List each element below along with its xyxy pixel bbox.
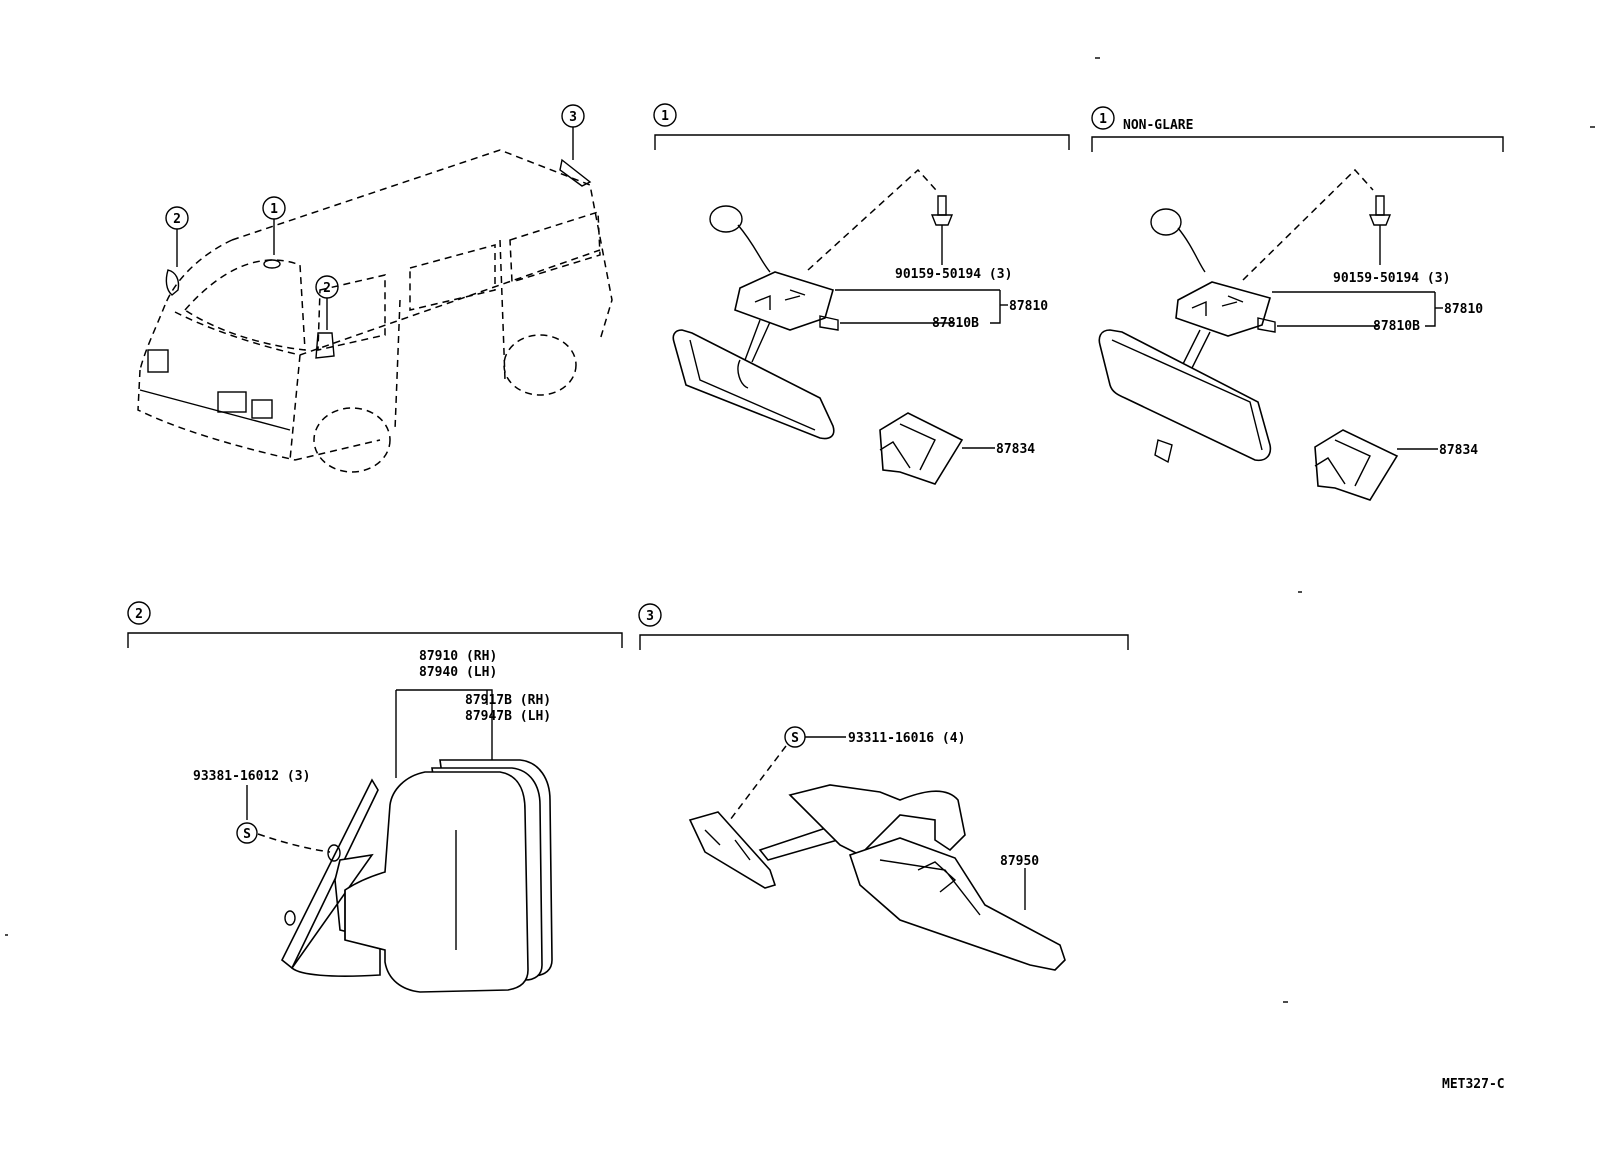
under-screw-symbol: S: [791, 731, 799, 746]
ng-mirror-sub-label: 87810B: [1373, 319, 1420, 334]
section-outer-mirror: 2 S 87910 (RH) 87940 (LH) 87917B (RH) 87…: [127, 601, 623, 993]
diagram-code: MET327-C: [1442, 1077, 1505, 1092]
svg-text:1: 1: [270, 202, 278, 217]
section-inner-mirror: 1 90159-50194 (3) 87810 87810B 8: [653, 103, 1070, 485]
van-callout-2-right: 2: [315, 275, 339, 299]
van-callout-3: 3: [561, 104, 585, 128]
section-under-mirror: 3 S 93311-16016 (4) 87950: [638, 603, 1129, 971]
section-2-number: 2: [135, 607, 143, 622]
inner-screw-label: 90159-50194 (3): [895, 267, 1012, 282]
van-callout-1: 1: [262, 196, 286, 220]
svg-text:2: 2: [323, 281, 331, 296]
section-3-badge: [638, 603, 662, 627]
outer-sub-rh-label: 87917B (RH): [465, 693, 551, 708]
ng-cover-label: 87834: [1439, 443, 1478, 458]
section-2-bracket: [127, 632, 623, 648]
section-1-badge: [653, 103, 677, 127]
van-illustration: [137, 127, 613, 473]
outer-screw-symbol: S: [243, 827, 251, 842]
outer-screw-label: 93381-16012 (3): [193, 769, 310, 784]
section-1ng-number: 1: [1099, 112, 1107, 127]
outer-sub-lh-label: 87947B (LH): [465, 709, 551, 724]
section-1ng-bracket: [1091, 136, 1504, 152]
section-1ng-badge: [1091, 106, 1115, 130]
section-3-bracket: [639, 634, 1129, 650]
inner-assembly-label: 87810: [1009, 299, 1048, 314]
section-2-badge: [127, 601, 151, 625]
inner-mirror-sub-label: 87810B: [932, 316, 979, 331]
section-1-number: 1: [661, 109, 669, 124]
outer-mirror-rh-label: 87910 (RH): [419, 649, 497, 664]
under-screw-label: 93311-16016 (4): [848, 731, 965, 746]
section-inner-mirror-non-glare: 1 NON-GLARE 90159-50194 (3) 87810 87810B…: [1091, 106, 1504, 501]
scan-artifacts: [5, 57, 1595, 1003]
van-callout-2-left: 2: [165, 206, 189, 230]
ng-screw-label: 90159-50194 (3): [1333, 271, 1450, 286]
inner-cover-label: 87834: [996, 442, 1035, 457]
under-mirror-label: 87950: [1000, 854, 1039, 869]
outer-mirror-lh-label: 87940 (LH): [419, 665, 497, 680]
svg-text:2: 2: [173, 212, 181, 227]
ng-assembly-label: 87810: [1444, 302, 1483, 317]
non-glare-title: NON-GLARE: [1123, 118, 1193, 133]
section-3-number: 3: [646, 609, 654, 624]
svg-text:3: 3: [569, 110, 577, 125]
section-1-bracket: [654, 134, 1070, 150]
